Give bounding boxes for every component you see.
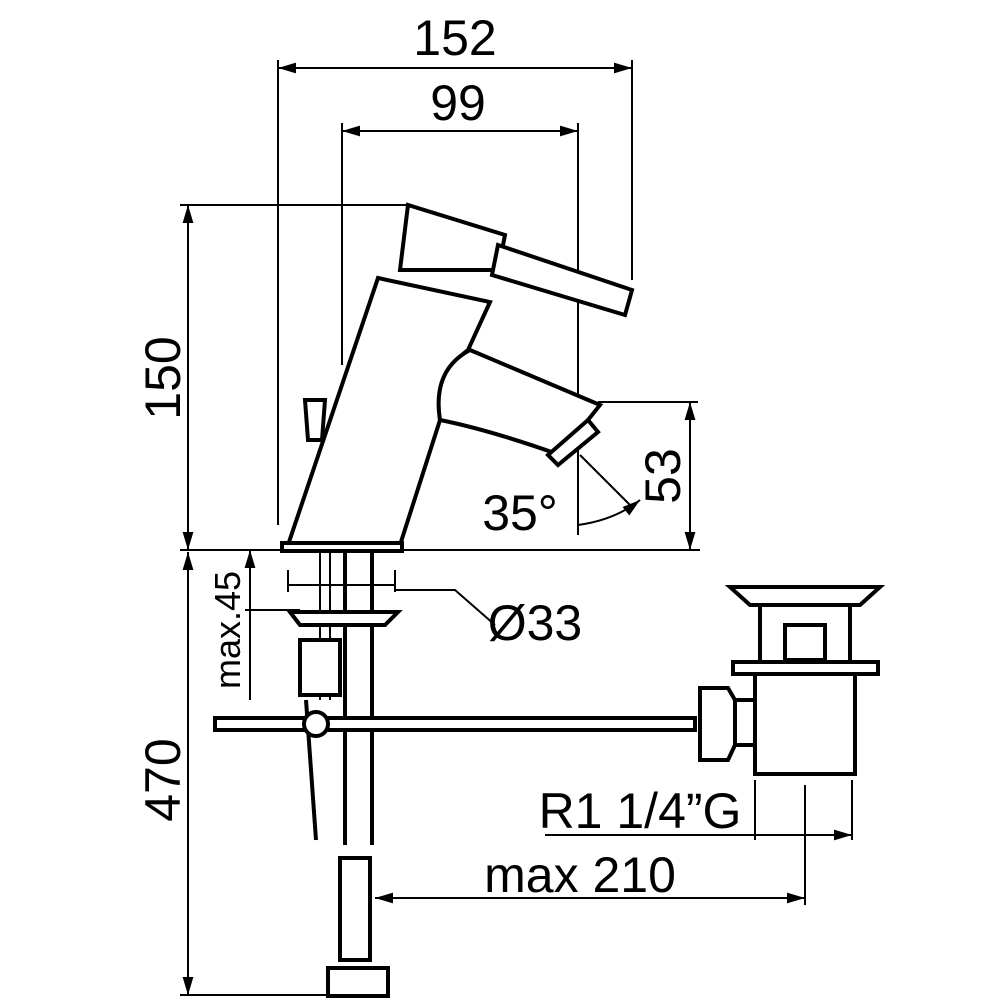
- dimension-470: 470: [135, 552, 330, 996]
- dimension-label: max 210: [484, 847, 676, 903]
- dimension-label: 99: [430, 75, 486, 131]
- dimension-150: 150: [135, 204, 700, 551]
- dimension-max-45: max.45: [207, 550, 300, 700]
- drain-assembly: [213, 585, 886, 776]
- dimension-label: 152: [413, 10, 496, 66]
- faucet-body: [280, 202, 635, 553]
- angle-35: 35°: [482, 454, 641, 541]
- dimension-label: max.45: [207, 571, 248, 689]
- dimension-label: 470: [135, 738, 191, 821]
- dimension-label: 53: [635, 448, 691, 504]
- dimension-label: 150: [135, 336, 191, 419]
- dimension-thread: R1 1/4”G: [539, 780, 853, 841]
- dimension-152: 152: [277, 10, 633, 525]
- dimension-53: 53: [598, 401, 698, 550]
- shank-assembly: [285, 550, 403, 998]
- dimension-label: R1 1/4”G: [539, 783, 742, 839]
- dimension-label: 35°: [482, 485, 558, 541]
- dimension-diameter-33: Ø33: [287, 570, 583, 651]
- dimension-max-210: max 210: [375, 785, 806, 905]
- dimension-99: 99: [341, 75, 579, 535]
- dimension-label: Ø33: [488, 595, 583, 651]
